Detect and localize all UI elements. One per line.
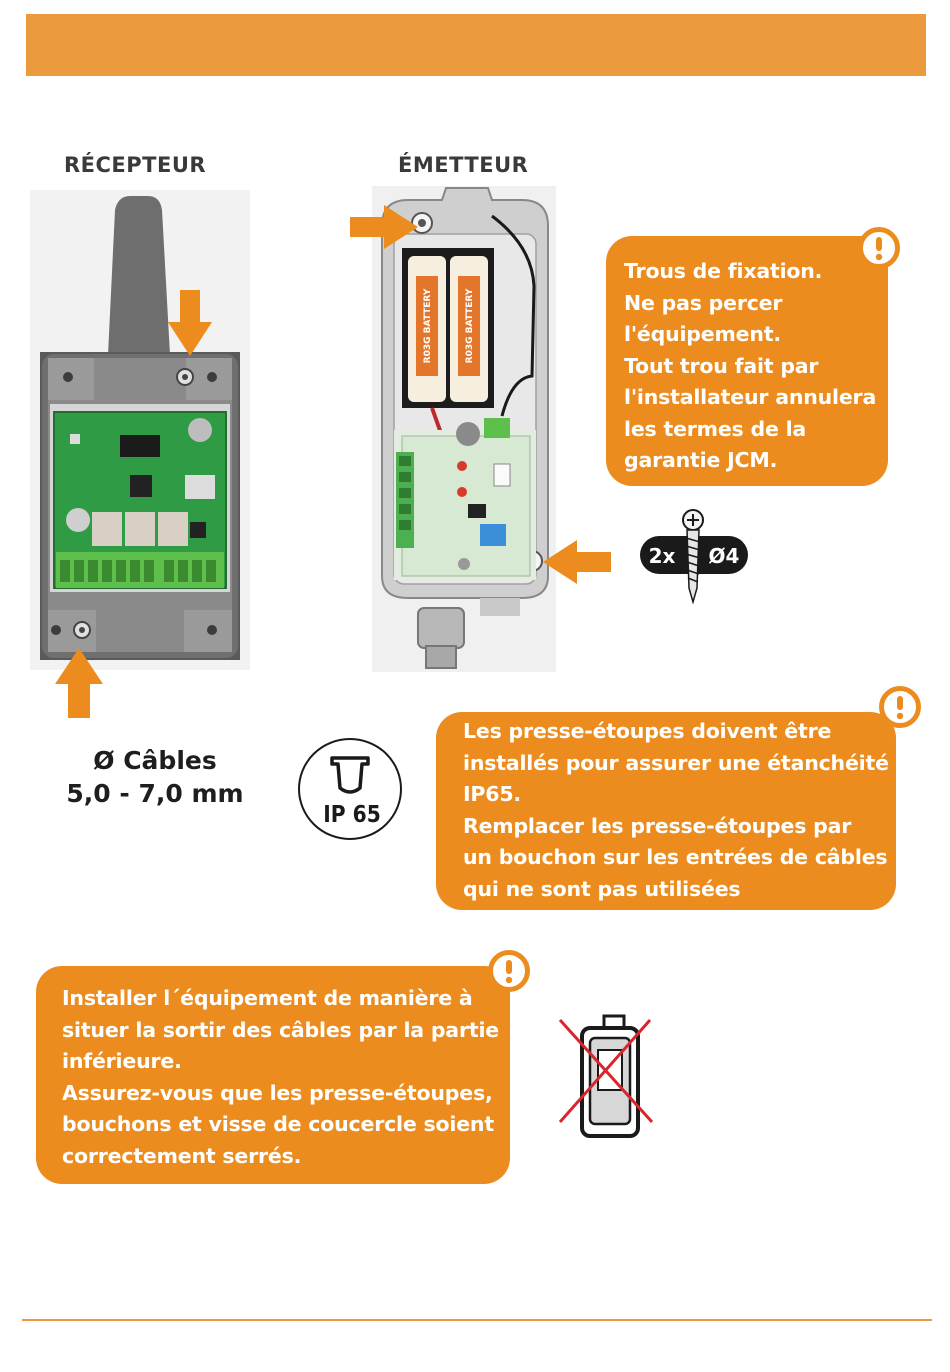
arrow-icon — [350, 205, 418, 249]
cable-diameter: Ø Câbles 5,0 - 7,0 mm — [50, 744, 260, 810]
note-line: qui ne sont pas utilisées — [463, 876, 741, 901]
transmitter-illustration: R03G BATTERY R03G BATTERY — [372, 186, 556, 672]
screw-icon: 2x Ø4 — [640, 509, 748, 604]
battery-label: R03G BATTERY — [423, 288, 433, 363]
screw-diameter: Ø4 — [709, 544, 740, 568]
note-line: bouchons et visse de coucercle soient — [62, 1112, 494, 1136]
note-line: Trous de fixation. — [624, 259, 823, 283]
note-line: Remplacer les presse-étoupes par — [463, 813, 852, 838]
installation-note: Installer l´équipement de manière à situ… — [36, 966, 510, 1184]
fixing-holes-note: Trous de fixation. Ne pas percer l'équip… — [606, 236, 888, 486]
cable-title: Ø Câbles — [93, 746, 217, 775]
note-line: situer la sortir des câbles par la parti… — [62, 1017, 499, 1042]
ip65-badge: IP 65 — [298, 738, 402, 840]
note-line: Tout trou fait par — [624, 353, 819, 378]
receiver-title: RÉCEPTEUR — [64, 153, 207, 177]
warning-icon — [858, 227, 900, 269]
cable-range: 5,0 - 7,0 mm — [66, 779, 244, 808]
receiver-illustration — [30, 190, 250, 670]
note-line: Ne pas percer — [624, 290, 783, 315]
battery-label: R03G BATTERY — [465, 288, 475, 363]
screw-count: 2x — [649, 544, 676, 568]
note-line: garantie JCM. — [624, 448, 778, 472]
note-line: IP65. — [463, 782, 521, 806]
arrow-icon — [543, 540, 611, 584]
crossed-device-icon — [558, 1014, 654, 1138]
note-line: Les presse-étoupes doivent être — [463, 719, 832, 743]
transmitter-title: ÉMETTEUR — [398, 153, 529, 177]
cable-gland-icon — [330, 756, 370, 794]
ip-label: IP 65 — [323, 802, 381, 829]
warning-icon — [488, 950, 530, 992]
warning-icon — [879, 686, 921, 728]
note-line: l'équipement. — [624, 322, 781, 346]
footer-divider — [22, 1319, 932, 1321]
note-line: l'installateur annulera — [624, 385, 877, 409]
cable-gland-note: Les presse-étoupes doivent être installé… — [436, 712, 896, 910]
note-line: un bouchon sur les entrées de câbles — [463, 845, 888, 869]
header-bar — [26, 14, 926, 76]
note-line: Assurez-vous que les presse-étoupes, — [62, 1080, 493, 1105]
note-line: les termes de la — [624, 416, 807, 441]
note-line: inférieure. — [62, 1049, 182, 1073]
note-line: Installer l´équipement de manière à — [62, 986, 473, 1010]
arrow-icon — [55, 648, 103, 718]
arrow-icon — [168, 290, 212, 356]
note-line: installés pour assurer une étanchéité — [463, 750, 889, 775]
note-line: correctement serrés. — [62, 1143, 302, 1168]
